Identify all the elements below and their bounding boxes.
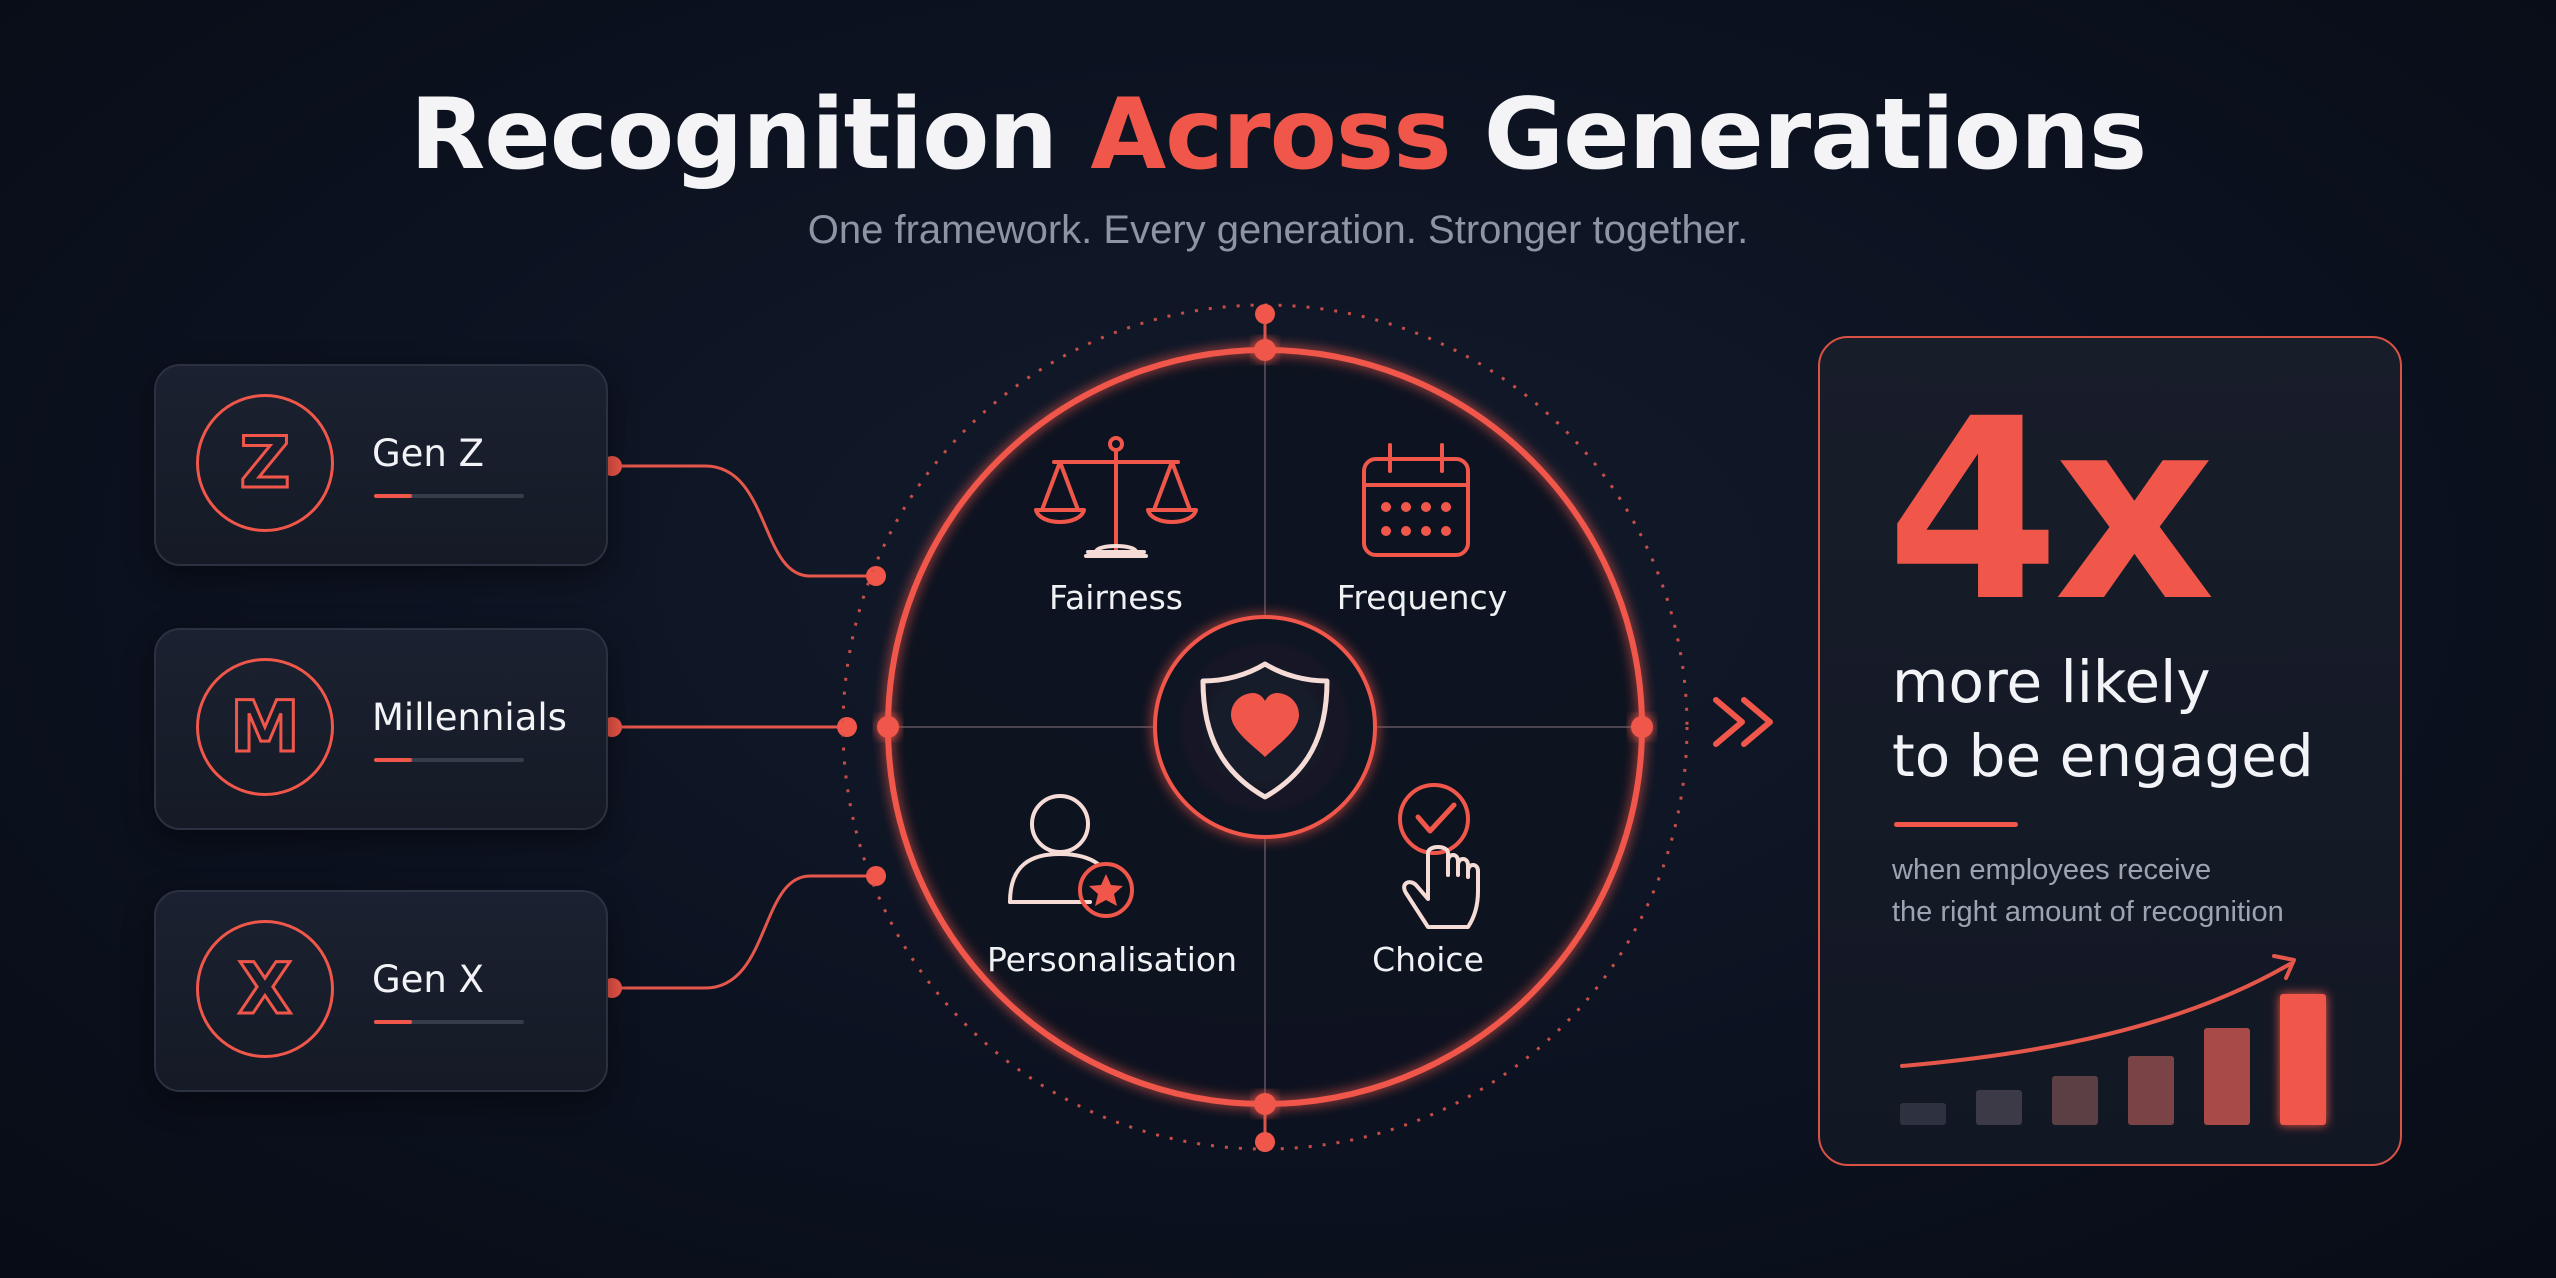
node-top-outer [1255,304,1275,324]
scales-icon [1034,436,1198,558]
title-part1: Recognition [409,78,1091,192]
title-accent: Across [1090,78,1451,192]
growth-bar-2 [1976,1090,2022,1125]
growth-bar-1 [1900,1103,1946,1125]
node-right [1631,716,1653,738]
shield-heart-icon [1200,661,1330,800]
node-bottom [1254,1093,1276,1115]
page-subtitle: One framework. Every generation. Stronge… [807,208,1749,252]
gen-z-badge-icon: Z [196,394,334,532]
growth-bar-6 [2280,994,2326,1125]
gen-card-millennials: M Millennials [154,628,608,830]
pillar-personalisation: Personalisation [986,940,1238,979]
stat-value: 4x [1886,365,2215,656]
title-part2: Generations [1450,78,2147,192]
gen-x-progress [374,1020,524,1024]
connector-gen-z [612,464,876,578]
node-bottom-outer [1255,1132,1275,1152]
stat-divider [1894,822,2018,827]
growth-bar-3 [2052,1076,2098,1125]
dot-gen-x-end [866,866,886,886]
gen-card-gen-z: Z Gen Z [154,364,608,566]
millennials-label: Millennials [372,696,567,739]
stat-desc2: the right amount of recognition [1892,896,2284,928]
millennials-progress [374,758,524,762]
quadrant-dividers [888,350,1642,1104]
person-star-icon [1008,794,1134,918]
dot-millennials-end [837,717,857,737]
stat-line2: to be engaged [1892,722,2314,790]
pillar-choice: Choice [1372,940,1484,979]
pillar-fairness: Fairness [1049,578,1183,617]
gen-x-letter: X [237,947,294,1032]
dot-gen-z-end [866,566,886,586]
gen-x-label: Gen X [372,958,484,1001]
calendar-icon [1362,443,1470,557]
gen-z-progress [374,494,524,498]
node-top [1254,339,1276,361]
pillar-frequency: Frequency [1336,578,1508,617]
growth-bar-4 [2128,1056,2174,1125]
connectors [612,464,876,990]
gen-x-badge-icon: X [196,920,334,1058]
connector-gen-x [612,874,876,990]
hand-check-icon [1398,783,1480,929]
growth-trend-line [1900,962,2292,1068]
stat-card: 4x more likely to be engaged when employ… [1818,336,2402,1166]
gen-card-gen-x: X Gen X [154,890,608,1092]
ring-nodes [877,304,1653,1152]
growth-bars-icon [1900,954,2326,1125]
double-chevron-right-icon [1713,697,1773,747]
node-left [877,716,899,738]
stat-line1: more likely [1892,648,2211,716]
millennials-badge-icon: M [196,658,334,796]
gen-z-letter: Z [238,421,292,506]
growth-trend-arrowhead [2272,954,2296,980]
growth-bar-5 [2204,1028,2250,1125]
gen-z-label: Gen Z [372,432,484,475]
page-title: Recognition Across Generations [0,78,2556,192]
millennials-letter: M [229,685,302,770]
stat-desc1: when employees receive [1892,854,2212,886]
